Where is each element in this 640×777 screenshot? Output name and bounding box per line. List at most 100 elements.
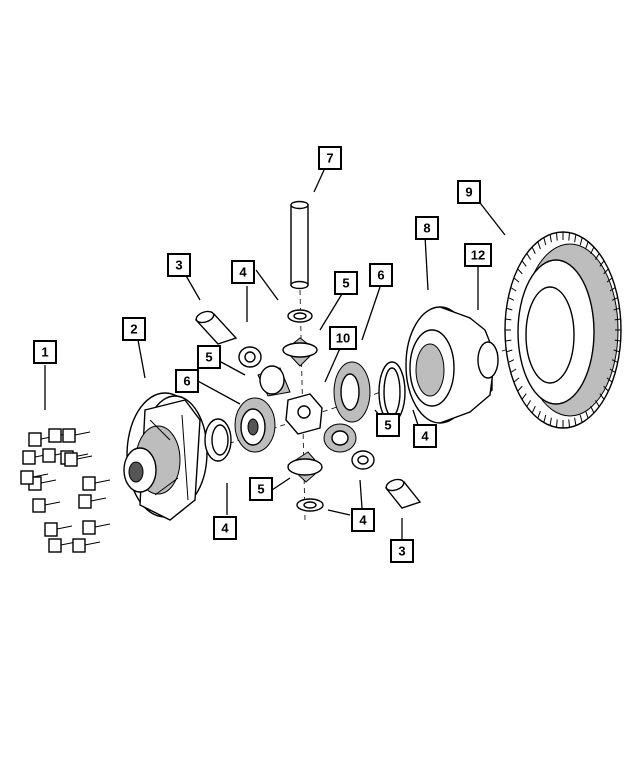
- pinion-shaft-block: [285, 393, 323, 435]
- ring-gear-tooth: [517, 385, 523, 392]
- callout-3-lower: 3: [390, 539, 414, 563]
- ring-gear-tooth: [531, 246, 536, 255]
- ring-gear-tooth: [556, 232, 558, 241]
- ring-gear-tooth: [521, 393, 527, 400]
- ring-gear-tooth: [513, 277, 520, 283]
- callout-4-right: 4: [413, 424, 437, 448]
- callout-6-right: 6: [369, 263, 393, 287]
- ring-gear-tooth: [526, 400, 532, 407]
- callout-4-bottom-right: 4: [351, 508, 375, 532]
- ring-gear-tooth: [590, 405, 595, 414]
- ring-gear-tooth: [579, 237, 583, 246]
- differential-case: [405, 306, 499, 424]
- callout-4-upper: 4: [231, 260, 255, 284]
- differential-case-half: [123, 392, 208, 521]
- ring-gear-tooth: [603, 268, 609, 275]
- callout-6-left: 6: [175, 369, 199, 393]
- ring-gear-tooth: [614, 318, 621, 321]
- ring-gear-tooth: [606, 277, 613, 283]
- ring-gear-tooth: [594, 253, 600, 260]
- pinion-shaft-pin-upper: [194, 310, 238, 345]
- bolt: [82, 476, 111, 491]
- svg-text:5: 5: [342, 276, 349, 291]
- callout-1: 1: [33, 340, 57, 364]
- ring-gear-tooth: [613, 307, 620, 311]
- callout-10: 10: [329, 326, 357, 350]
- thrust-washers: [204, 309, 406, 512]
- ring-gear-tooth: [603, 385, 609, 392]
- ring-gear-tooth: [521, 260, 527, 267]
- svg-text:5: 5: [205, 350, 212, 365]
- svg-text:4: 4: [421, 429, 429, 444]
- bolt: [72, 538, 101, 553]
- ring-gear-tooth: [517, 268, 523, 275]
- svg-text:12: 12: [471, 248, 485, 263]
- ring-gear-tooth: [609, 287, 616, 292]
- bolt: [62, 428, 91, 443]
- ring-gear-tooth: [599, 393, 605, 400]
- bolt: [44, 522, 73, 537]
- svg-text:6: 6: [183, 374, 190, 389]
- bolt: [78, 494, 107, 509]
- svg-text:9: 9: [465, 185, 472, 200]
- ring-gear-tooth: [613, 349, 620, 353]
- vertical-axis: [299, 289, 306, 521]
- callout-12: 12: [464, 243, 492, 267]
- ring-gear-tooth: [611, 359, 618, 363]
- ring-gear-tooth: [568, 232, 570, 241]
- svg-text:3: 3: [175, 258, 182, 273]
- pinion-gear-bottom: [287, 451, 323, 483]
- ring-gear-tooth: [579, 414, 583, 423]
- ring-gear-tooth: [614, 339, 621, 342]
- svg-text:5: 5: [257, 482, 264, 497]
- ring-gear-tooth: [574, 234, 577, 243]
- side-gear-left: [234, 397, 276, 453]
- bolt: [20, 470, 49, 485]
- svg-text:8: 8: [423, 221, 430, 236]
- ring-gear-tooth: [556, 419, 558, 428]
- callout-5-bottom: 5: [249, 477, 273, 501]
- svg-text:6: 6: [377, 268, 384, 283]
- svg-text:1: 1: [41, 345, 48, 360]
- ring-gear-tooth: [599, 260, 605, 267]
- callout-5-right: 5: [376, 413, 400, 437]
- ring-gear-tooth: [505, 318, 512, 321]
- bolt: [64, 452, 93, 467]
- pinion-gear-right: [323, 423, 357, 453]
- ring-gear-tooth: [537, 410, 541, 419]
- svg-text:4: 4: [359, 513, 367, 528]
- pinion-gear-left: [257, 365, 291, 397]
- callout-5-upper-left: 5: [197, 345, 221, 369]
- svg-text:2: 2: [130, 322, 137, 337]
- ring-gear-tooth: [568, 419, 570, 428]
- svg-text:7: 7: [326, 151, 333, 166]
- ring-gear-tooth: [508, 359, 515, 363]
- pinion-shaft: [290, 200, 309, 290]
- ring-gear-tooth: [506, 307, 513, 311]
- callout-8: 8: [415, 216, 439, 240]
- ring-gear-tooth: [574, 417, 577, 426]
- ring-gear-tooth: [585, 241, 589, 250]
- ring-gear-tooth: [611, 297, 618, 301]
- ring-gear-tooth: [505, 339, 512, 342]
- bolt: [82, 520, 111, 535]
- ring-gear-tooth: [508, 297, 515, 301]
- ring-gear-tooth: [506, 349, 513, 353]
- side-gear-right: [333, 361, 371, 423]
- svg-text:4: 4: [221, 521, 229, 536]
- callout-5-upper-right: 5: [334, 271, 358, 295]
- ring-gear: [504, 231, 622, 429]
- ring-gear-tooth: [513, 377, 520, 383]
- callout-2: 2: [122, 317, 146, 341]
- ring-gear-tooth: [606, 377, 613, 383]
- svg-text:4: 4: [239, 265, 247, 280]
- callout-4-bottom-left: 4: [213, 516, 237, 540]
- ring-gear-tooth: [510, 287, 517, 292]
- pinion-shaft-pin-lower: [384, 478, 422, 509]
- callout-3-upper: 3: [167, 253, 191, 277]
- svg-text:3: 3: [398, 544, 405, 559]
- ring-gear-tooth: [549, 234, 552, 243]
- bolt: [48, 538, 77, 553]
- ring-gear-tooth: [594, 400, 600, 407]
